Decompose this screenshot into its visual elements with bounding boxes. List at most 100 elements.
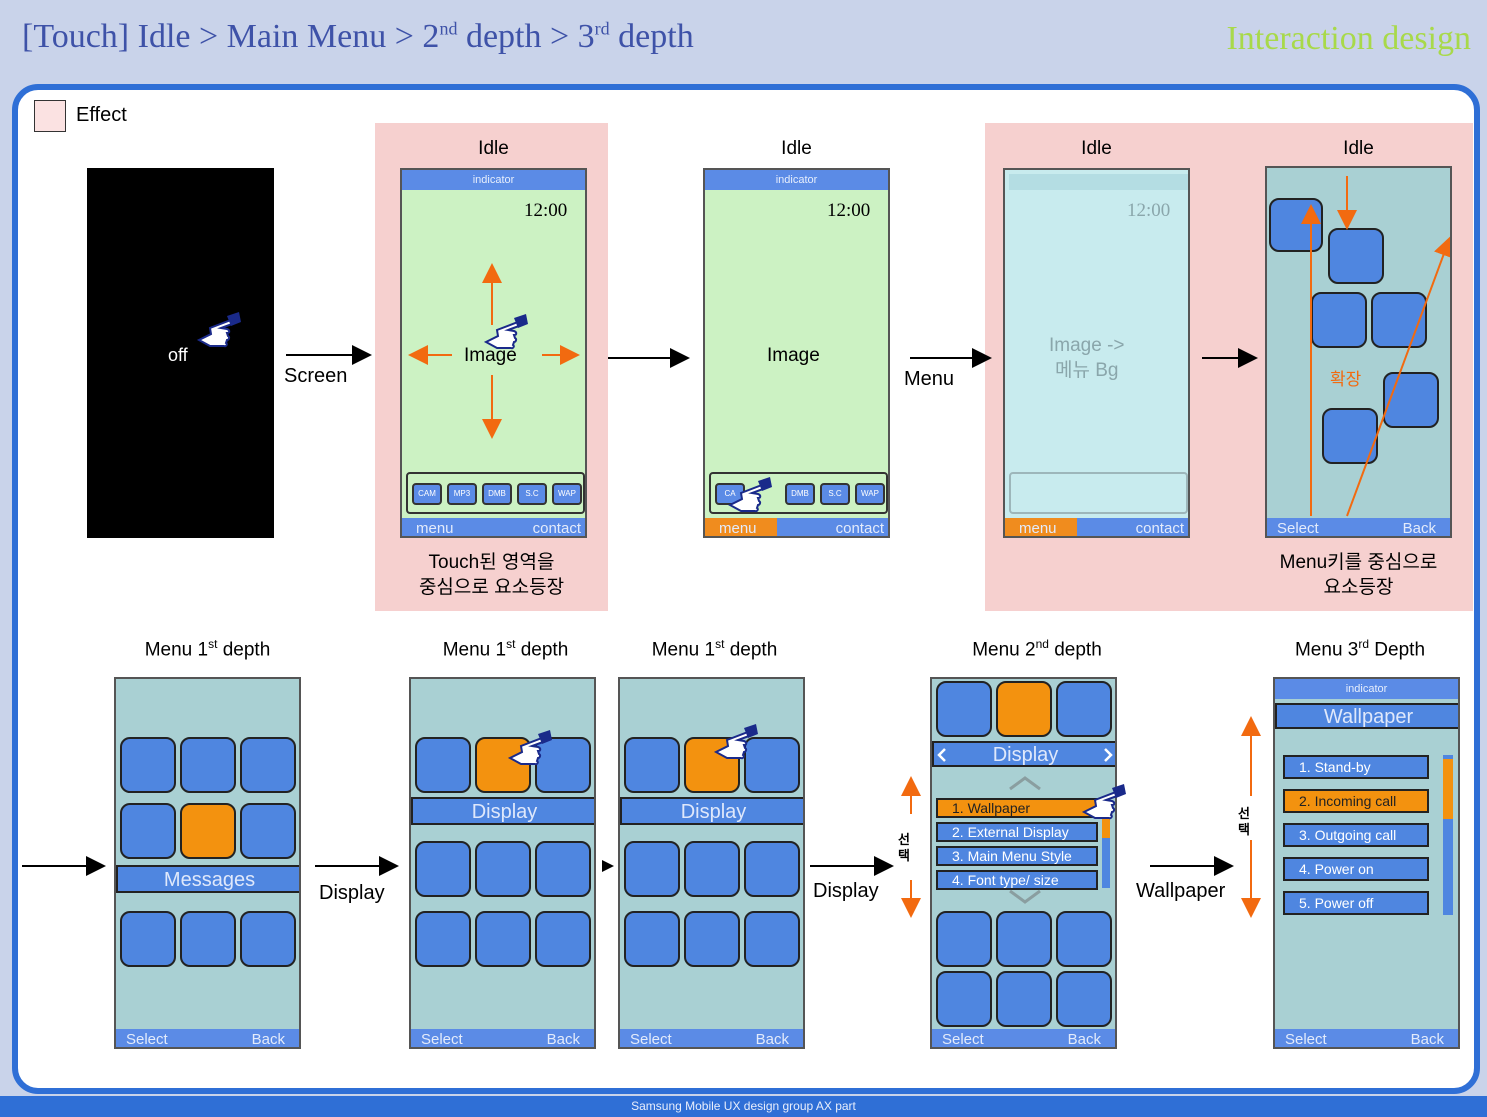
shortcut-sc[interactable]: S.C	[517, 483, 547, 505]
label-idle: Idle	[1343, 138, 1374, 159]
softkey-menu[interactable]: menu	[719, 520, 757, 537]
menu-tile-selected[interactable]	[996, 681, 1052, 737]
menu-tile[interactable]	[744, 737, 800, 793]
menu-tile[interactable]	[120, 737, 176, 793]
softkey-select[interactable]: Select	[421, 1031, 463, 1048]
menu-tile[interactable]	[744, 911, 800, 967]
menu-tile[interactable]	[415, 841, 471, 897]
hand-pointer-icon	[197, 310, 241, 350]
shortcut-dmb[interactable]: DMB	[785, 483, 815, 505]
wallpaper-item[interactable]: 4. Power on	[1283, 857, 1429, 881]
menu-tile[interactable]	[684, 841, 740, 897]
menu-tile[interactable]	[936, 971, 992, 1027]
softkey-contact[interactable]: contact	[1135, 520, 1184, 537]
menu-tile[interactable]	[996, 911, 1052, 967]
arrow-label-display: Display	[813, 880, 879, 902]
menu-tile[interactable]	[684, 911, 740, 967]
chevron-down-icon[interactable]	[1008, 889, 1042, 905]
clock: 12:00	[827, 200, 871, 221]
menu-tile[interactable]	[120, 911, 176, 967]
menu-tile[interactable]	[1056, 911, 1112, 967]
menu-tile-selected[interactable]	[180, 803, 236, 859]
effect-legend-swatch	[34, 100, 66, 132]
display-item[interactable]: 4. Font type/ size	[936, 870, 1098, 890]
softkey-back[interactable]: Back	[1067, 1031, 1101, 1048]
menu-tile[interactable]	[180, 737, 236, 793]
phone-menu-1st-release: Display Select Back	[618, 677, 805, 1049]
softkey-select[interactable]: Select	[942, 1031, 984, 1048]
menu-tile[interactable]	[240, 911, 296, 967]
scrollbar-thumb[interactable]	[1443, 759, 1453, 819]
display-item[interactable]: 3. Main Menu Style	[936, 846, 1098, 866]
arrow-right-icon	[315, 856, 399, 876]
menu-tile[interactable]	[535, 911, 591, 967]
softkey-back[interactable]: Back	[1410, 1031, 1444, 1048]
wallpaper-item[interactable]: 1. Stand-by	[1283, 755, 1429, 779]
menu-tile[interactable]	[624, 841, 680, 897]
chevron-left-icon[interactable]	[936, 747, 948, 763]
arrow-right-icon	[1202, 348, 1258, 368]
softkey-bar: Select Back	[932, 1029, 1115, 1048]
menu-tile[interactable]	[415, 737, 471, 793]
menu-tile[interactable]	[120, 803, 176, 859]
menu-tile[interactable]	[1056, 971, 1112, 1027]
page-title: [Touch] Idle > Main Menu > 2nd depth > 3…	[22, 18, 694, 55]
shortcut-tray-faded	[1009, 472, 1188, 514]
idle-image-label[interactable]: Image	[464, 345, 517, 366]
screen-off[interactable]	[87, 168, 274, 538]
scrollbar[interactable]	[1443, 755, 1453, 915]
menu-tile[interactable]	[535, 841, 591, 897]
menu-tile[interactable]	[996, 971, 1052, 1027]
wallpaper-item[interactable]: 2. Incoming call	[1283, 789, 1429, 813]
wallpaper-item[interactable]: 3. Outgoing call	[1283, 823, 1429, 847]
shortcut-wap[interactable]: WAP	[552, 483, 582, 505]
menu-tile[interactable]	[936, 911, 992, 967]
menu-tile[interactable]	[535, 737, 591, 793]
softkey-select[interactable]: Select	[1285, 1031, 1327, 1048]
menu-tile[interactable]	[475, 911, 531, 967]
arrow-right-icon	[286, 345, 372, 365]
softkey-back[interactable]: Back	[755, 1031, 789, 1048]
menu-tile[interactable]	[624, 911, 680, 967]
shortcut-icons: CA DMB S.C WAP	[715, 483, 885, 505]
menu-tile[interactable]	[415, 911, 471, 967]
shortcut-cam[interactable]: CAM	[412, 483, 442, 505]
shortcut-mp3[interactable]: MP3	[447, 483, 477, 505]
menu-tile[interactable]	[180, 911, 236, 967]
phone-menu-1st: Messages Select Back	[114, 677, 301, 1049]
shortcut-sc[interactable]: S.C	[820, 483, 850, 505]
menu-tile[interactable]	[475, 841, 531, 897]
softkey-menu[interactable]: menu	[416, 520, 454, 537]
shortcut-dmb[interactable]: DMB	[482, 483, 512, 505]
chevron-right-icon[interactable]	[1102, 747, 1114, 763]
arrow-right-icon	[22, 856, 106, 876]
softkey-select[interactable]: Select	[1277, 520, 1319, 537]
softkey-back[interactable]: Back	[251, 1031, 285, 1048]
softkey-contact[interactable]: contact	[835, 520, 884, 537]
softkey-back[interactable]: Back	[546, 1031, 580, 1048]
chevron-up-icon[interactable]	[1008, 775, 1042, 791]
label-menu-3rd-depth: Menu 3rd Depth	[1294, 637, 1426, 661]
menu-tile[interactable]	[744, 841, 800, 897]
arrow-up-down-icon	[1241, 716, 1261, 918]
menu-tile[interactable]	[240, 803, 296, 859]
scrollbar[interactable]	[1102, 798, 1110, 888]
display-item[interactable]: 1. Wallpaper	[936, 798, 1098, 818]
display-item[interactable]: 2. External Display	[936, 822, 1098, 842]
phone-menu-2nd: Display 1. Wallpaper 2. External Display…	[930, 677, 1117, 1049]
menu-tile[interactable]	[1056, 681, 1112, 737]
softkey-bar: Select Back	[1267, 518, 1450, 537]
arrow-label-screen: Screen	[284, 365, 348, 387]
softkey-back[interactable]: Back	[1402, 520, 1436, 537]
menu-tile[interactable]	[240, 737, 296, 793]
softkey-select[interactable]: Select	[630, 1031, 672, 1048]
hand-pointer-icon	[1082, 782, 1126, 822]
softkey-menu[interactable]: menu	[1019, 520, 1057, 537]
menu-tile[interactable]	[624, 737, 680, 793]
softkey-select[interactable]: Select	[126, 1031, 168, 1048]
menu-title-display: Display	[620, 797, 803, 825]
softkey-contact[interactable]: contact	[532, 520, 581, 537]
menu-tile[interactable]	[936, 681, 992, 737]
shortcut-wap[interactable]: WAP	[855, 483, 885, 505]
wallpaper-item[interactable]: 5. Power off	[1283, 891, 1429, 915]
